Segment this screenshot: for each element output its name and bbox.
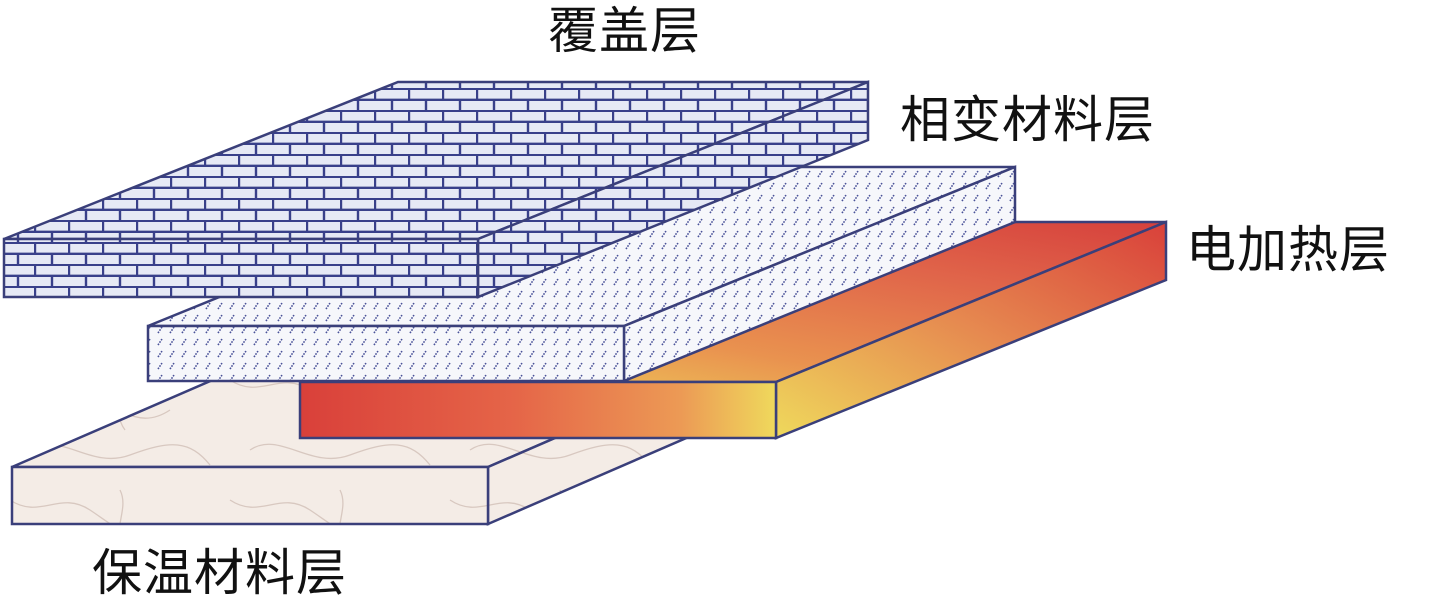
cover-layer xyxy=(2,80,870,299)
cover-layer-label: 覆盖层 xyxy=(548,2,701,60)
cover-front-face xyxy=(2,237,480,299)
pcm-front-face xyxy=(146,324,626,383)
insulation-front-face xyxy=(10,465,490,526)
pcm-layer-label: 相变材料层 xyxy=(900,91,1155,149)
heating-front-face xyxy=(298,380,778,440)
insulation-layer-label: 保温材料层 xyxy=(92,544,347,602)
heating-layer-label: 电加热层 xyxy=(1186,221,1390,279)
